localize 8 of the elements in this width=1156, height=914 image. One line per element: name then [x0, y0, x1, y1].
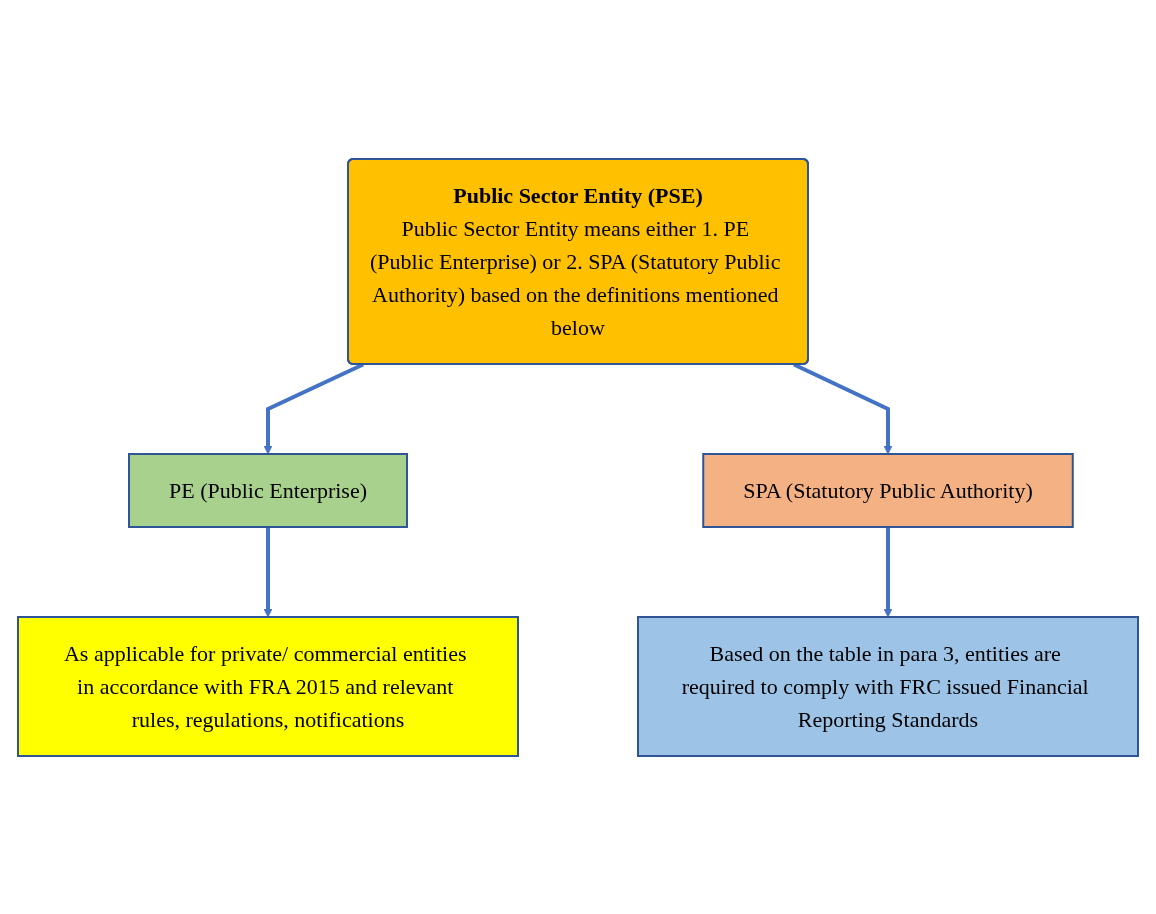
node-box: PE (Public Enterprise)	[128, 452, 408, 528]
node-box: Based on the table in para 3, entities are required to comply with FRC issued Financial Reporting Standards	[637, 615, 1139, 757]
arrow	[883, 526, 893, 617]
arrow	[263, 526, 273, 617]
node-box: As applicable for private/ commercial entities in accordance with FRA 2015 and relevant rules, regulations, notifications	[17, 615, 519, 757]
arrow	[263, 362, 364, 454]
node-box: SPA (Statutory Public Authority)	[702, 452, 1074, 528]
arrow	[793, 362, 893, 454]
